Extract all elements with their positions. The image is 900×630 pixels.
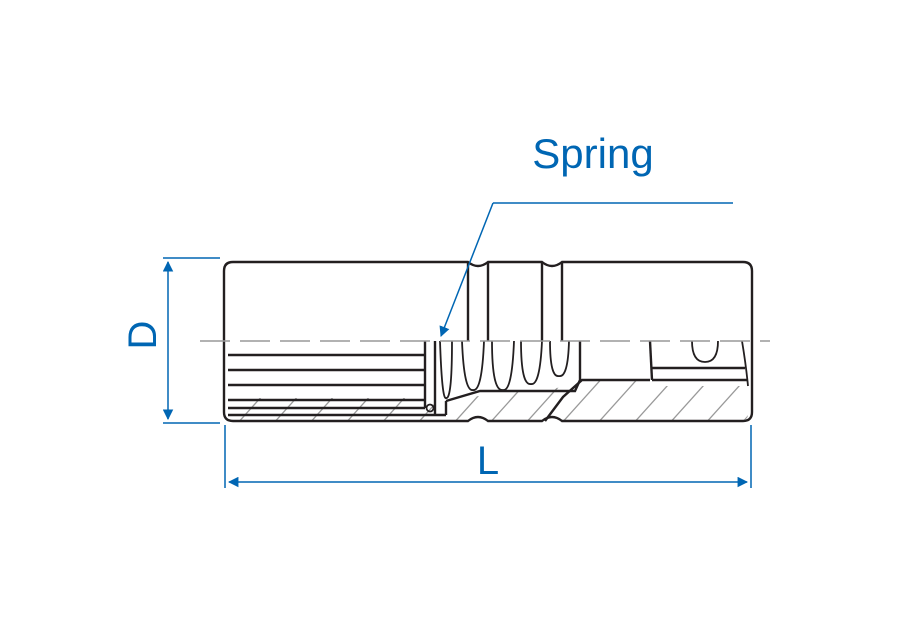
hatch-line [776,375,821,425]
hatch-line [739,380,748,420]
spring-leader [439,202,733,337]
length-label: L [477,439,499,483]
diameter-dimension [162,257,220,424]
socket-body [222,260,754,423]
spring-label: Spring [532,130,653,177]
hatch-line [631,380,678,420]
length-dimension [224,425,752,488]
hatch-line [559,380,606,420]
hatch-line [667,380,714,420]
hatch-line [703,380,748,420]
hatch-line [595,380,642,420]
diameter-label: D [121,321,165,350]
